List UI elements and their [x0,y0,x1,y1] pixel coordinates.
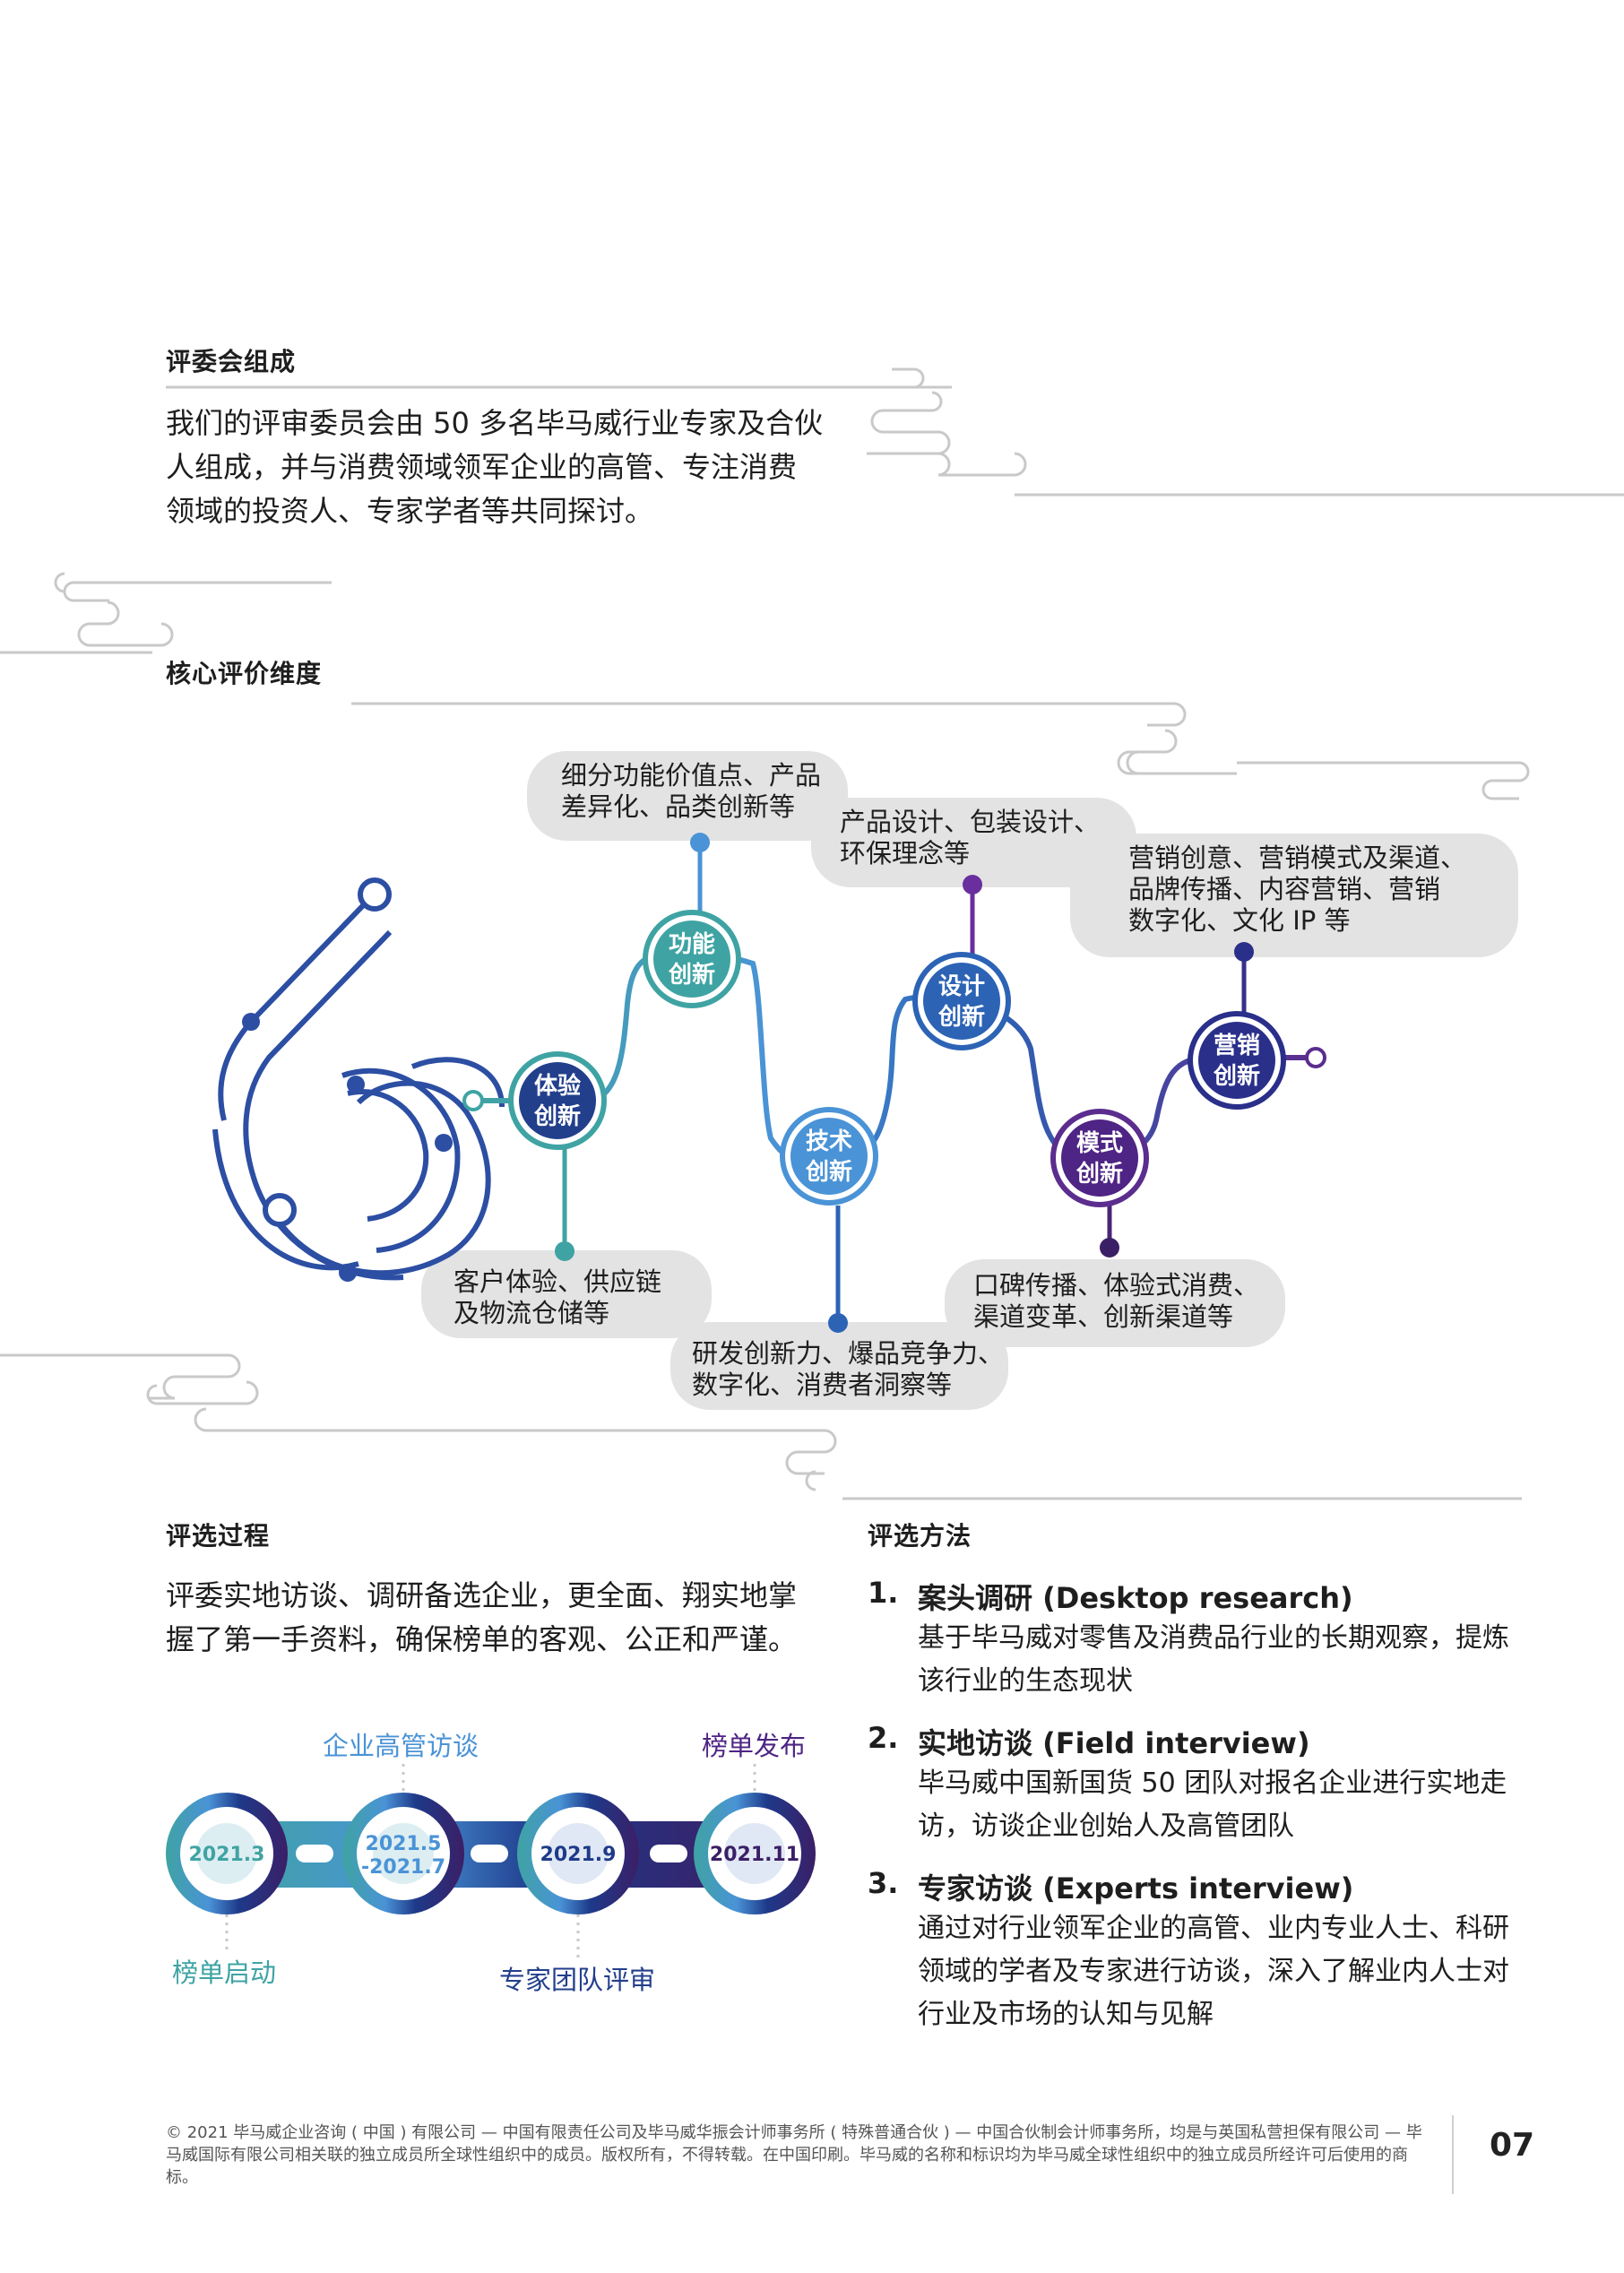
bubble-model: 口碑传播、体验式消费、 渠道变革、创新渠道等 [945,1259,1285,1347]
bubble-tech: 研发创新力、爆品竞争力、 数字化、消费者洞察等 [670,1322,1008,1410]
method-desc-line: 行业及市场的认知与见解 [918,1999,1214,2030]
node-label: 创新 [1213,1062,1260,1090]
bubble-line: 及物流仓储等 [454,1298,610,1328]
bubble-line: 数字化、消费者洞察等 [692,1370,953,1400]
method-item-title: 实地访谈 (Field interview) [918,1726,1310,1760]
method-item-desc: 基于毕马威对零售及消费品行业的长期观察，提炼 该行业的生态现状 [918,1617,1545,1703]
node-label: 体验 [534,1072,581,1100]
page-number: 07 [1490,2127,1535,2164]
method-item-desc: 毕马威中国新国货 50 团队对报名企业进行实地走 访，访谈企业创始人及高管团队 [918,1762,1545,1848]
method-title: 评选方法 [868,1521,972,1551]
node-label: 创新 [805,1158,852,1186]
bubble-line: 数字化、文化 IP 等 [1128,905,1351,936]
node-label: 模式 [1076,1130,1123,1157]
six-dot [339,1264,357,1282]
six-ring-top [358,877,392,912]
timeline-date: 2021.3 [189,1844,265,1866]
stems [562,841,1247,1322]
timeline-date: 2021.9 [540,1844,617,1866]
method-item-number: 3. [868,1866,899,1900]
committee-line: 领域的投资人、专家学者等共同探讨。 [166,494,654,528]
node-label: 功能 [669,930,715,958]
method-item-number: 1. [868,1576,899,1610]
timeline-label-executive-interview: 企业高管访谈 [323,1731,479,1761]
committee-line: 我们的评审委员会由 50 多名毕马威行业专家及合伙 [166,406,824,440]
wave-end-right [1305,1047,1326,1068]
method-desc-line: 毕马威中国新国货 50 团队对报名企业进行实地走 [918,1767,1507,1799]
node-model: 模式 创新 [1050,1109,1149,1207]
bubble-marketing: 营销创意、营销模式及渠道、 品牌传播、内容营销、营销 数字化、文化 IP 等 [1070,834,1518,957]
node-label: 设计 [938,973,985,1000]
process-line: 评委实地访谈、调研备选企业，更全面、翔实地掌 [166,1578,798,1612]
timeline-date: -2021.7 [361,1856,445,1879]
bubble-line: 客户体验、供应链 [454,1266,662,1297]
footer-copyright: © 2021 毕马威企业咨询 ( 中国 ) 有限公司 — 中国有限责任公司及毕马… [166,2123,1422,2187]
timeline-label-expert-review: 专家团队评审 [499,1965,656,1995]
method-item-number: 2. [868,1721,899,1755]
wave-end-left [462,1090,484,1111]
timeline-label-list-launch: 榜单启动 [172,1958,277,1988]
node-tech: 技术 创新 [780,1107,878,1206]
bubble-line: 口碑传播、体验式消费、 [973,1270,1260,1301]
node-label: 技术 [806,1128,852,1155]
node-marketing: 营销 创新 [1188,1011,1286,1110]
footer-divider [1452,2115,1454,2194]
bubble-line: 品牌传播、内容营销、营销 [1128,874,1441,904]
six-dot [242,1013,260,1031]
node-label: 创新 [668,961,715,989]
bubble-line: 渠道变革、创新渠道等 [973,1301,1234,1332]
timeline-date: 2021.5 [366,1833,442,1855]
node-function: 功能 创新 [643,910,741,1008]
bubble-experience: 客户体验、供应链 及物流仓储等 [421,1250,712,1338]
process-text: 评委实地访谈、调研备选企业，更全面、翔实地掌 握了第一手资料，确保榜单的客观、公… [166,1574,847,1662]
committee-line: 人组成，并与消费领域领军企业的高管、专注消费 [166,450,798,484]
node-label: 营销 [1214,1033,1260,1059]
node-label: 创新 [1075,1160,1123,1188]
bubble-line: 产品设计、包装设计、 [840,807,1101,837]
process-title: 评选过程 [166,1521,271,1551]
bubble-line: 研发创新力、爆品竞争力、 [692,1338,1005,1369]
process-line: 握了第一手资料，确保榜单的客观、公正和严谨。 [166,1622,798,1656]
stem-dot [1234,942,1254,962]
node-label: 创新 [533,1102,581,1130]
stem-dot [1100,1238,1119,1257]
bubble-line: 细分功能价值点、产品 [561,760,822,791]
timeline-label-list-release: 榜单发布 [702,1731,807,1761]
method-item-desc: 通过对行业领军企业的高管、业内专业人士、科研 领域的学者及专家进行访谈，深入了解… [918,1907,1545,2036]
method-desc-line: 领域的学者及专家进行访谈，深入了解业内人士对 [918,1956,1509,1987]
method-item-title: 案头调研 (Desktop research) [918,1581,1353,1615]
method-item-title: 专家访谈 (Experts interview) [918,1871,1354,1906]
method-desc-line: 该行业的生态现状 [918,1665,1133,1697]
node-label: 创新 [937,1003,985,1031]
node-experience: 体验 创新 [508,1051,607,1150]
node-design: 设计 创新 [912,952,1011,1050]
method-desc-line: 基于毕马威对零售及消费品行业的长期观察，提炼 [918,1622,1509,1654]
bubble-line: 营销创意、营销模式及渠道、 [1128,843,1467,873]
bubble-line: 差异化、品类创新等 [561,791,796,822]
method-desc-line: 通过对行业领军企业的高管、业内专业人士、科研 [918,1913,1509,1944]
dimensions-title: 核心评价维度 [166,659,323,688]
bubble-function: 细分功能价值点、产品 差异化、品类创新等 [527,751,848,841]
stem-dot [555,1241,574,1261]
bubble-line: 环保理念等 [840,838,971,869]
six-dot [347,1076,365,1093]
six-ring-bottom [263,1193,297,1227]
six-dot [435,1134,453,1152]
stem-dot [690,833,710,852]
committee-title: 评委会组成 [166,347,297,376]
stem-dot [963,875,982,895]
timeline-date: 2021.11 [710,1844,799,1866]
stem-dot [828,1313,848,1333]
method-desc-line: 访，访谈企业创始人及高管团队 [918,1811,1294,1842]
committee-text: 我们的评审委员会由 50 多名毕马威行业专家及合伙 人组成，并与消费领域领军企业… [166,402,847,533]
